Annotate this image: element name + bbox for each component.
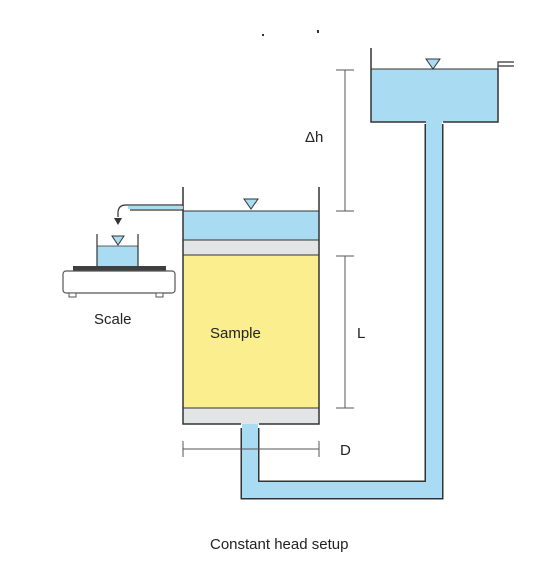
soil-sample <box>183 255 319 408</box>
head-tank <box>370 48 514 123</box>
dimension-delta-h <box>336 69 354 212</box>
cell-level-icon <box>243 198 259 210</box>
figure-caption: Constant head setup <box>210 536 348 553</box>
beaker-level-icon <box>111 235 125 246</box>
dimension-length <box>336 255 354 409</box>
arrow-down-icon <box>114 218 122 225</box>
delta-h-label: Δh <box>305 129 323 146</box>
cell-water <box>183 211 319 240</box>
scale-body <box>62 270 176 294</box>
outflow-pipe <box>114 204 183 225</box>
supply-tube <box>240 118 444 500</box>
permeameter <box>182 187 320 425</box>
scale-label: Scale <box>94 311 132 328</box>
top-marks <box>262 30 319 36</box>
head-tank-water <box>371 69 498 122</box>
overflow-spout <box>497 61 514 69</box>
head-tank-wall <box>370 48 499 123</box>
bottom-porous-stone <box>183 408 319 424</box>
scale-device <box>62 266 176 298</box>
diameter-label: D <box>340 442 351 459</box>
dimension-diameter <box>182 441 320 457</box>
top-porous-stone <box>183 240 319 255</box>
cell-wall <box>182 187 320 425</box>
beaker <box>96 234 139 268</box>
scale-platform <box>73 266 166 272</box>
sample-label: Sample <box>210 325 261 342</box>
head-tank-level-icon <box>425 58 441 70</box>
beaker-water <box>97 246 138 267</box>
length-label: L <box>357 325 365 342</box>
